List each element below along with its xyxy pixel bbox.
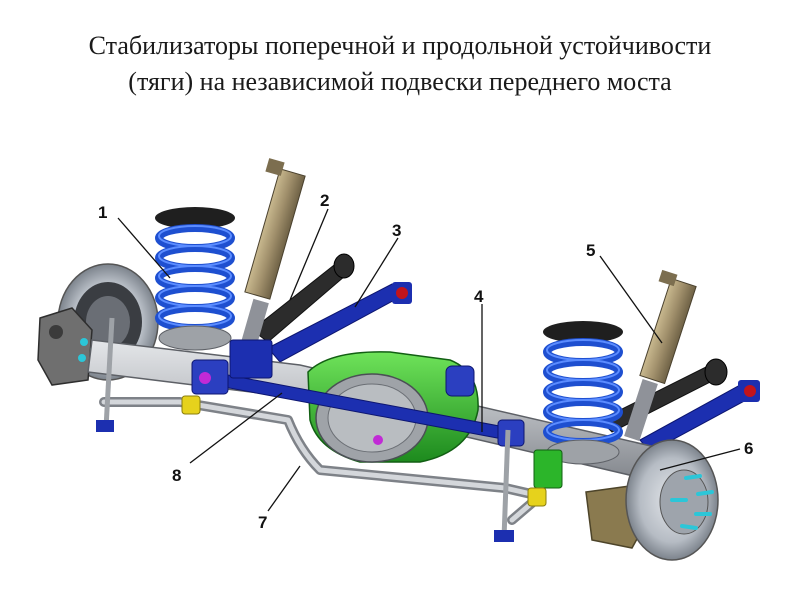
title-line-1: Стабилизаторы поперечной и продольной ус… bbox=[88, 31, 712, 60]
title-line-2: (тяги) на независимой подвески переднего… bbox=[128, 67, 672, 96]
callout-8: 8 bbox=[172, 466, 181, 485]
callout-leader-lines bbox=[117, 208, 741, 512]
callout-4: 4 bbox=[474, 287, 484, 306]
callout-7: 7 bbox=[258, 513, 267, 532]
callout-2: 2 bbox=[320, 191, 329, 210]
sway-bar bbox=[99, 395, 547, 525]
callout-1: 1 bbox=[98, 203, 107, 222]
slide-title: Стабилизаторы поперечной и продольной ус… bbox=[0, 28, 800, 100]
left-coil-spring bbox=[155, 207, 235, 351]
callout-5: 5 bbox=[586, 241, 595, 260]
axle-brackets bbox=[229, 339, 563, 489]
right-brake-disc bbox=[625, 439, 719, 561]
right-coil-spring bbox=[543, 321, 623, 465]
sway-bar-end-links bbox=[96, 317, 514, 542]
callout-3: 3 bbox=[392, 221, 401, 240]
left-brake-caliper bbox=[37, 307, 98, 386]
panhard-rod bbox=[191, 359, 525, 447]
right-shock-absorber bbox=[624, 269, 697, 442]
left-upper-control-link bbox=[267, 282, 412, 363]
callout-6: 6 bbox=[744, 439, 753, 458]
left-trailing-arm bbox=[251, 253, 355, 343]
